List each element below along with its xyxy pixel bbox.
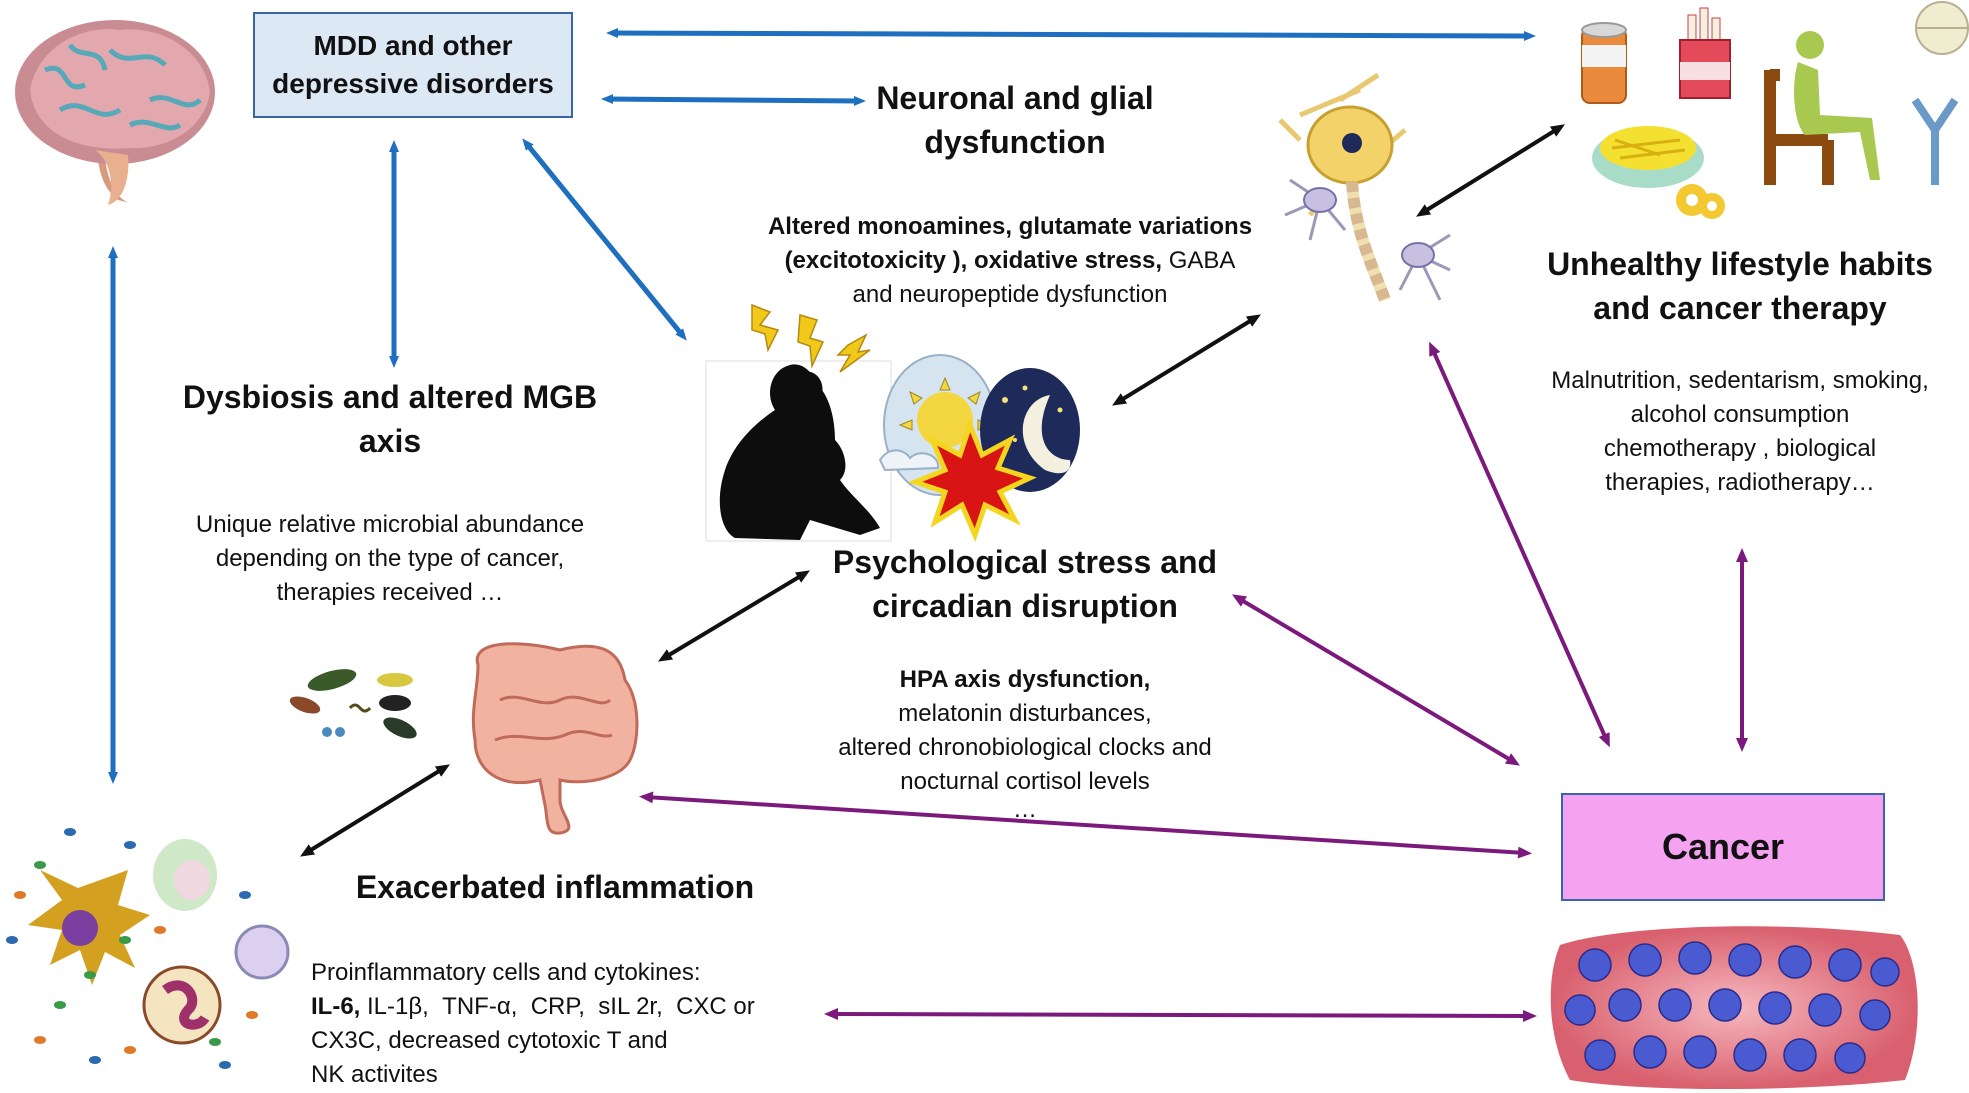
- neuronal-title-line-1: Neuronal and glial: [876, 80, 1154, 116]
- soda-can-icon: [1581, 22, 1627, 104]
- moon-night-icon: [980, 368, 1080, 492]
- arrow-gut-cancer: [639, 791, 1532, 859]
- pasta-bowl-icon: [1592, 126, 1704, 188]
- immune-cells-icon: [6, 828, 290, 1069]
- mdd-box: MDD and other depressive disorders: [253, 12, 573, 118]
- stress-detail-line-4: nocturnal cortisol levels: [900, 768, 1150, 795]
- mdd-label-line-1: MDD and other: [313, 30, 513, 61]
- arrow-gut-stress: [657, 570, 811, 662]
- lifestyle-detail-line-2: alcohol consumption: [1630, 401, 1850, 428]
- inflammation-detail: Proinflammatory cells and cytokines: IL-…: [311, 956, 831, 1092]
- lifestyle-title-line-2: and cancer therapy: [1593, 290, 1887, 326]
- inflammation-title: Exacerbated inflammation: [355, 869, 755, 905]
- dysbiosis-detail-line-3: therapies received …: [276, 579, 504, 606]
- stress-detail-line-2: melatonin disturbances,: [898, 700, 1152, 727]
- explosion-icon: [907, 417, 1037, 542]
- dysbiosis-detail: Unique relative microbial abundance depe…: [160, 508, 620, 610]
- cancer-box: Cancer: [1561, 793, 1885, 901]
- lifestyle-detail-line-1: Malnutrition, sedentarism, smoking,: [1551, 367, 1929, 394]
- donut-icon: [1676, 184, 1725, 219]
- stress-detail: HPA axis dysfunction, melatonin disturba…: [790, 663, 1260, 823]
- neuronal-detail-line-1: Altered monoamines, glutamate variations: [767, 213, 1253, 240]
- sitting-person-icon: [1794, 31, 1880, 180]
- lifestyle-detail-line-4: therapies, radiotherapy…: [1605, 469, 1875, 496]
- lifestyle-detail: Malnutrition, sedentarism, smoking, alco…: [1510, 364, 1969, 500]
- bacteria-icon: [289, 669, 417, 739]
- inflammation-detail-line-1: Proinflammatory cells and cytokines:: [311, 959, 701, 986]
- neuron-icon: [1278, 72, 1451, 303]
- arrow-mdd-neuronal: [601, 94, 866, 106]
- dysbiosis-title: Dysbiosis and altered MGB axis: [160, 375, 620, 463]
- arrow-stress-cancer: [1231, 594, 1521, 766]
- arrow-stress-neuron: [1112, 314, 1261, 406]
- arrow-immune-gut: [300, 764, 450, 857]
- neuronal-detail-line-2b: GABA: [1168, 247, 1236, 274]
- neuronal-detail: Altered monoamines, glutamate variations…: [720, 210, 1300, 312]
- lifestyle-title: Unhealthy lifestyle habits and cancer th…: [1510, 242, 1969, 330]
- cigarette-pack-icon: [1679, 7, 1731, 99]
- inflammation-detail-line-2: IL-1β, TNF-α, CRP, sIL 2r, CXC or: [360, 993, 755, 1020]
- stress-title-line-2: circadian disruption: [872, 588, 1178, 624]
- stress-detail-line-5: …: [1013, 796, 1037, 823]
- antibody-icon: [1911, 97, 1959, 185]
- neuronal-title-line-2: dysfunction: [924, 124, 1106, 160]
- neuronal-detail-line-3: and neuropeptide dysfunction: [852, 281, 1168, 308]
- stress-title-line-1: Psychological stress and: [832, 544, 1218, 580]
- brain-icon: [15, 20, 215, 205]
- lifestyle-detail-line-3: chemotherapy , biological: [1603, 435, 1877, 462]
- black-arrows: [300, 124, 1565, 857]
- dysbiosis-title-line-2: axis: [358, 423, 422, 459]
- stress-title: Psychological stress and circadian disru…: [820, 540, 1230, 628]
- chair-icon: [1764, 69, 1834, 185]
- purple-arrows: [639, 341, 1748, 1022]
- lightning-icon: [751, 303, 871, 373]
- cancer-label: Cancer: [1661, 826, 1785, 867]
- arrow-neuron-lifestyle: [1416, 124, 1565, 217]
- pill-icon: [1915, 1, 1969, 55]
- arrow-neuron-cancer: [1429, 341, 1610, 748]
- arrow-mdd-stress: [522, 138, 687, 341]
- stress-detail-line-1: HPA axis dysfunction,: [899, 666, 1151, 693]
- stress-detail-line-3: altered chronobiological clocks and: [838, 734, 1212, 761]
- dysbiosis-title-line-1: Dysbiosis and altered MGB: [182, 379, 598, 415]
- neuronal-detail-line-2: (excitotoxicity ), oxidative stress,: [784, 247, 1163, 274]
- arrow-mdd-lifestyle: [606, 28, 1536, 41]
- lifestyle-title-line-1: Unhealthy lifestyle habits: [1547, 246, 1933, 282]
- inflammation-detail-bold: IL-6,: [311, 993, 361, 1020]
- dysbiosis-detail-line-2: depending on the type of cancer,: [215, 545, 565, 572]
- dysbiosis-detail-line-1: Unique relative microbial abundance: [195, 511, 585, 538]
- arrow-inflammation-cancer-cells: [824, 1008, 1537, 1022]
- inflammation-detail-line-4: NK activites: [311, 1061, 438, 1088]
- neuronal-title: Neuronal and glial dysfunction: [850, 76, 1180, 164]
- inflammation-detail-line-3: CX3C, decreased cytotoxic T and: [311, 1027, 668, 1054]
- intestine-icon: [471, 642, 639, 835]
- blue-arrows: [108, 28, 1536, 784]
- mdd-label-line-2: depressive disorders: [272, 68, 554, 99]
- cancer-cells-icon: [1550, 926, 1918, 1089]
- stressed-person-icon: [705, 360, 892, 542]
